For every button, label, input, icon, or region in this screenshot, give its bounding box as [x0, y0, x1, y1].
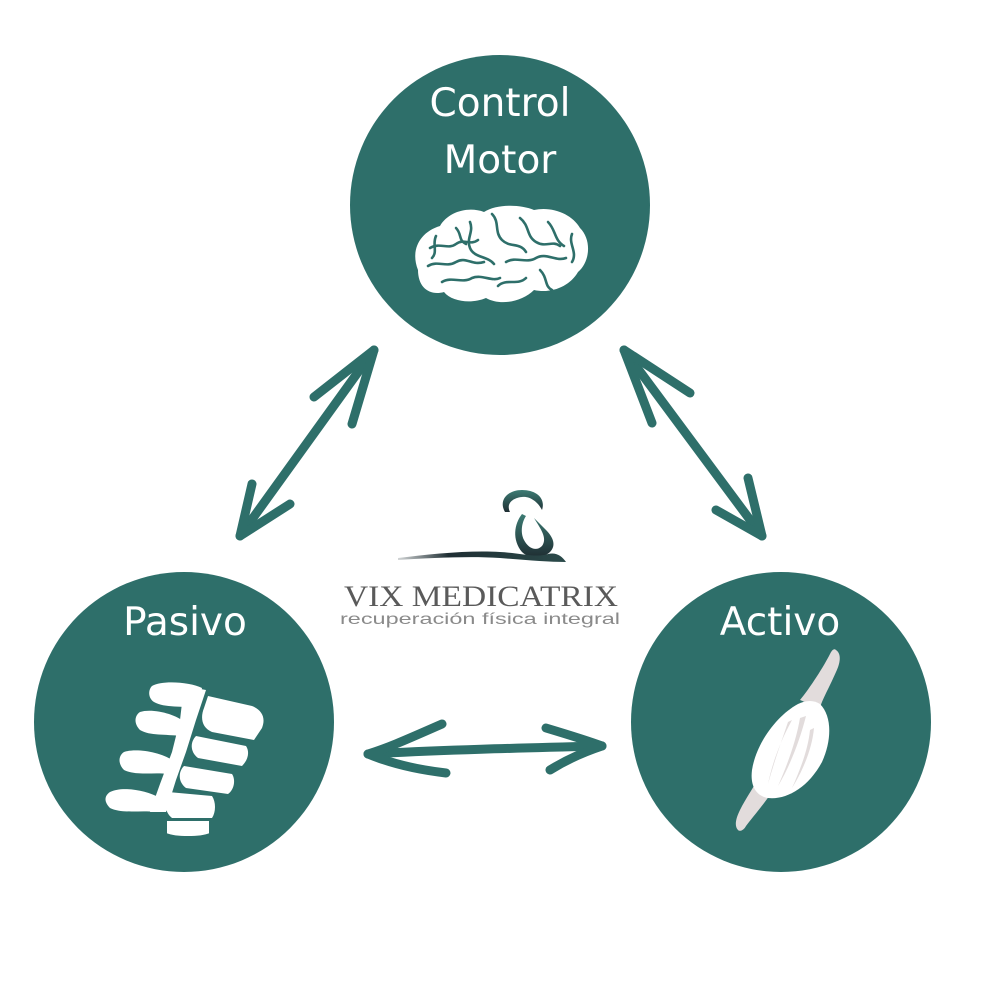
node-title: Activo	[720, 600, 841, 645]
node-title-line-2: Motor	[444, 138, 558, 183]
muscle-icon	[735, 649, 840, 831]
node-title-line-1: Control	[430, 81, 571, 126]
node-activo: Activo	[631, 572, 931, 872]
vix-medicatrix-logo: VIX MEDICATRIX recuperación física integ…	[340, 490, 620, 628]
arrow-control-motor-activo	[619, 345, 767, 541]
brand-name: VIX MEDICATRIX	[344, 580, 618, 613]
brand-tagline: recuperación física integral	[340, 611, 620, 628]
arrow-pasivo-activo	[363, 719, 607, 778]
node-title: Pasivo	[123, 600, 247, 645]
node-control-motor: Control Motor	[350, 55, 650, 355]
spine-vertebrae-icon	[105, 682, 264, 838]
node-pasivo: Pasivo	[34, 572, 334, 872]
vix-medicatrix-logo-icon	[398, 490, 566, 562]
brain-icon	[415, 205, 589, 303]
arrow-control-motor-pasivo	[235, 345, 379, 541]
